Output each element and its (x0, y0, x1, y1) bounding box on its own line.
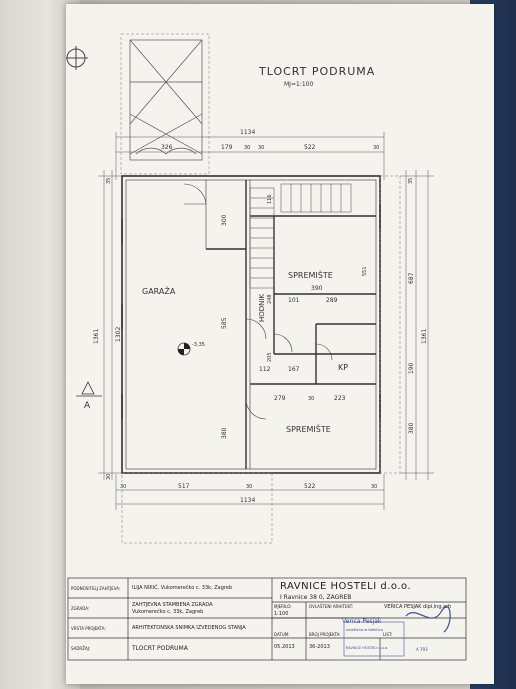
investor-label: PODNOSITELJ ZAHTJEVA: (71, 586, 121, 591)
dim-390: 390 (311, 285, 323, 292)
drawing-title: TLOCRT PODRUMA (258, 65, 375, 78)
dim-30c: 30 (373, 145, 379, 151)
section-marker-icon (76, 381, 102, 397)
stamp-icon (343, 606, 451, 657)
project-number-value: 36-2013 (309, 644, 330, 650)
signature: Verica Pesjak (342, 618, 382, 625)
dim-116: 116 (267, 194, 273, 204)
dim-total-top: 1134 (240, 129, 255, 136)
title-block-frame (67, 577, 467, 661)
company-address: I Ravnice 38 0, ZAGREB (280, 594, 352, 601)
room-storage-1: SPREMIŠTE (288, 269, 333, 280)
building-label: ZGRADA: (71, 606, 90, 611)
bottom-dimension-lines (115, 474, 385, 510)
dim-380-garage: 380 (221, 427, 228, 439)
project-type-label: VRSTA PROJEKTA: (71, 626, 106, 631)
dim-30-inner: 30 (308, 396, 314, 402)
top-dimension-lines (115, 132, 385, 180)
dim-167: 167 (288, 366, 300, 373)
ramp (129, 39, 203, 161)
dim-179: 179 (221, 144, 233, 151)
date-value: 05.2013 (274, 644, 295, 650)
floor-plan-drawing: TLOCRT PODRUMA MJ=1:100 1134 326 179 30 … (66, 33, 467, 661)
architect-value: VERICA PESJAK dipl.ing.arh (384, 604, 452, 610)
section-marker-label: A (84, 401, 91, 411)
dim-517: 517 (178, 483, 190, 490)
dim-522-top: 522 (304, 144, 316, 151)
level-mark-value: -3,35 (192, 342, 205, 348)
stamp-text: ovlaštena arhitektica (346, 628, 383, 632)
dim-right-35: 35 (408, 178, 414, 184)
stamp-number: A 793 (416, 647, 428, 652)
project-type-value: ARHITEKTONSKA SNIMKA IZVEDENOG STANJA (132, 625, 246, 631)
doors (183, 183, 333, 420)
dim-223: 223 (334, 395, 346, 402)
dim-248: 248 (267, 294, 273, 304)
dim-112: 112 (259, 366, 271, 373)
dim-30b: 30 (258, 145, 264, 151)
date-label: DATUM: (274, 632, 290, 637)
dim-total-bottom: 1134 (240, 497, 255, 504)
content-value: TLOCRT PODRUMA (132, 645, 188, 652)
dim-300: 300 (221, 214, 228, 226)
building-value-1: ZAHTJEVNA STAMBENA ZGRADA (132, 602, 213, 608)
dim-326: 326 (161, 144, 173, 151)
drawing-scale: MJ=1:100 (284, 81, 313, 88)
dim-551: 551 (362, 266, 368, 276)
level-mark-icon (177, 342, 191, 356)
room-kp: KP (338, 363, 348, 372)
staircase (249, 183, 352, 289)
left-dimension-lines (98, 170, 122, 480)
terrace-outline (379, 175, 401, 474)
building-value-2: Vukomerečko c. 33k, Zagreb (132, 609, 204, 615)
investor-value: ILIJA NIKIĆ, Vukomerečko c. 33k, Zagreb (132, 585, 233, 591)
ramp-outline (120, 33, 210, 175)
dim-585: 585 (221, 317, 228, 329)
dim-right-190: 190 (408, 362, 415, 374)
dim-279: 279 (274, 395, 286, 402)
dim-bot-30c: 30 (371, 484, 377, 490)
right-dimension-lines (400, 170, 434, 480)
scale-label: MJERILO: (274, 604, 292, 609)
dim-left-1361: 1361 (93, 329, 100, 344)
room-storage-2: SPREMIŠTE (286, 423, 331, 434)
dim-right-687: 687 (408, 272, 415, 284)
dim-left-35: 35 (106, 178, 112, 184)
architect-label: OVLAŠTENI ARHITEKT: (309, 604, 354, 609)
stamp-text-2: RAVNICE HOSTELI d.o.o. (346, 646, 389, 650)
company-name: RAVNICE HOSTELI d.o.o. (280, 581, 412, 592)
lower-outline (121, 472, 273, 544)
dim-right-380: 380 (408, 422, 415, 434)
project-number-label: BROJ PROJEKTA: (309, 632, 341, 637)
windows (121, 204, 381, 419)
room-hall: HODNIK (258, 294, 266, 322)
dim-101: 101 (288, 297, 300, 304)
dim-bot-30b: 30 (246, 484, 252, 490)
drawing-sheet: TLOCRT PODRUMA MJ=1:100 1134 326 179 30 … (66, 4, 494, 684)
dim-bot-30a: 30 (120, 484, 126, 490)
sheet-label: LIST: (383, 632, 393, 637)
content-label: SADRŽAJ: (71, 646, 91, 651)
dim-205: 205 (267, 352, 273, 362)
dim-right-1361: 1361 (421, 329, 428, 344)
dim-left-1302: 1302 (115, 327, 122, 342)
dim-left-30: 30 (106, 474, 112, 480)
dim-30a: 30 (244, 145, 250, 151)
punch-hole-icon (66, 46, 88, 70)
room-garage: GARAŽA (142, 285, 176, 296)
dim-522-bot: 522 (304, 483, 316, 490)
dim-289: 289 (326, 297, 338, 304)
scale-value: 1:100 (274, 611, 289, 617)
